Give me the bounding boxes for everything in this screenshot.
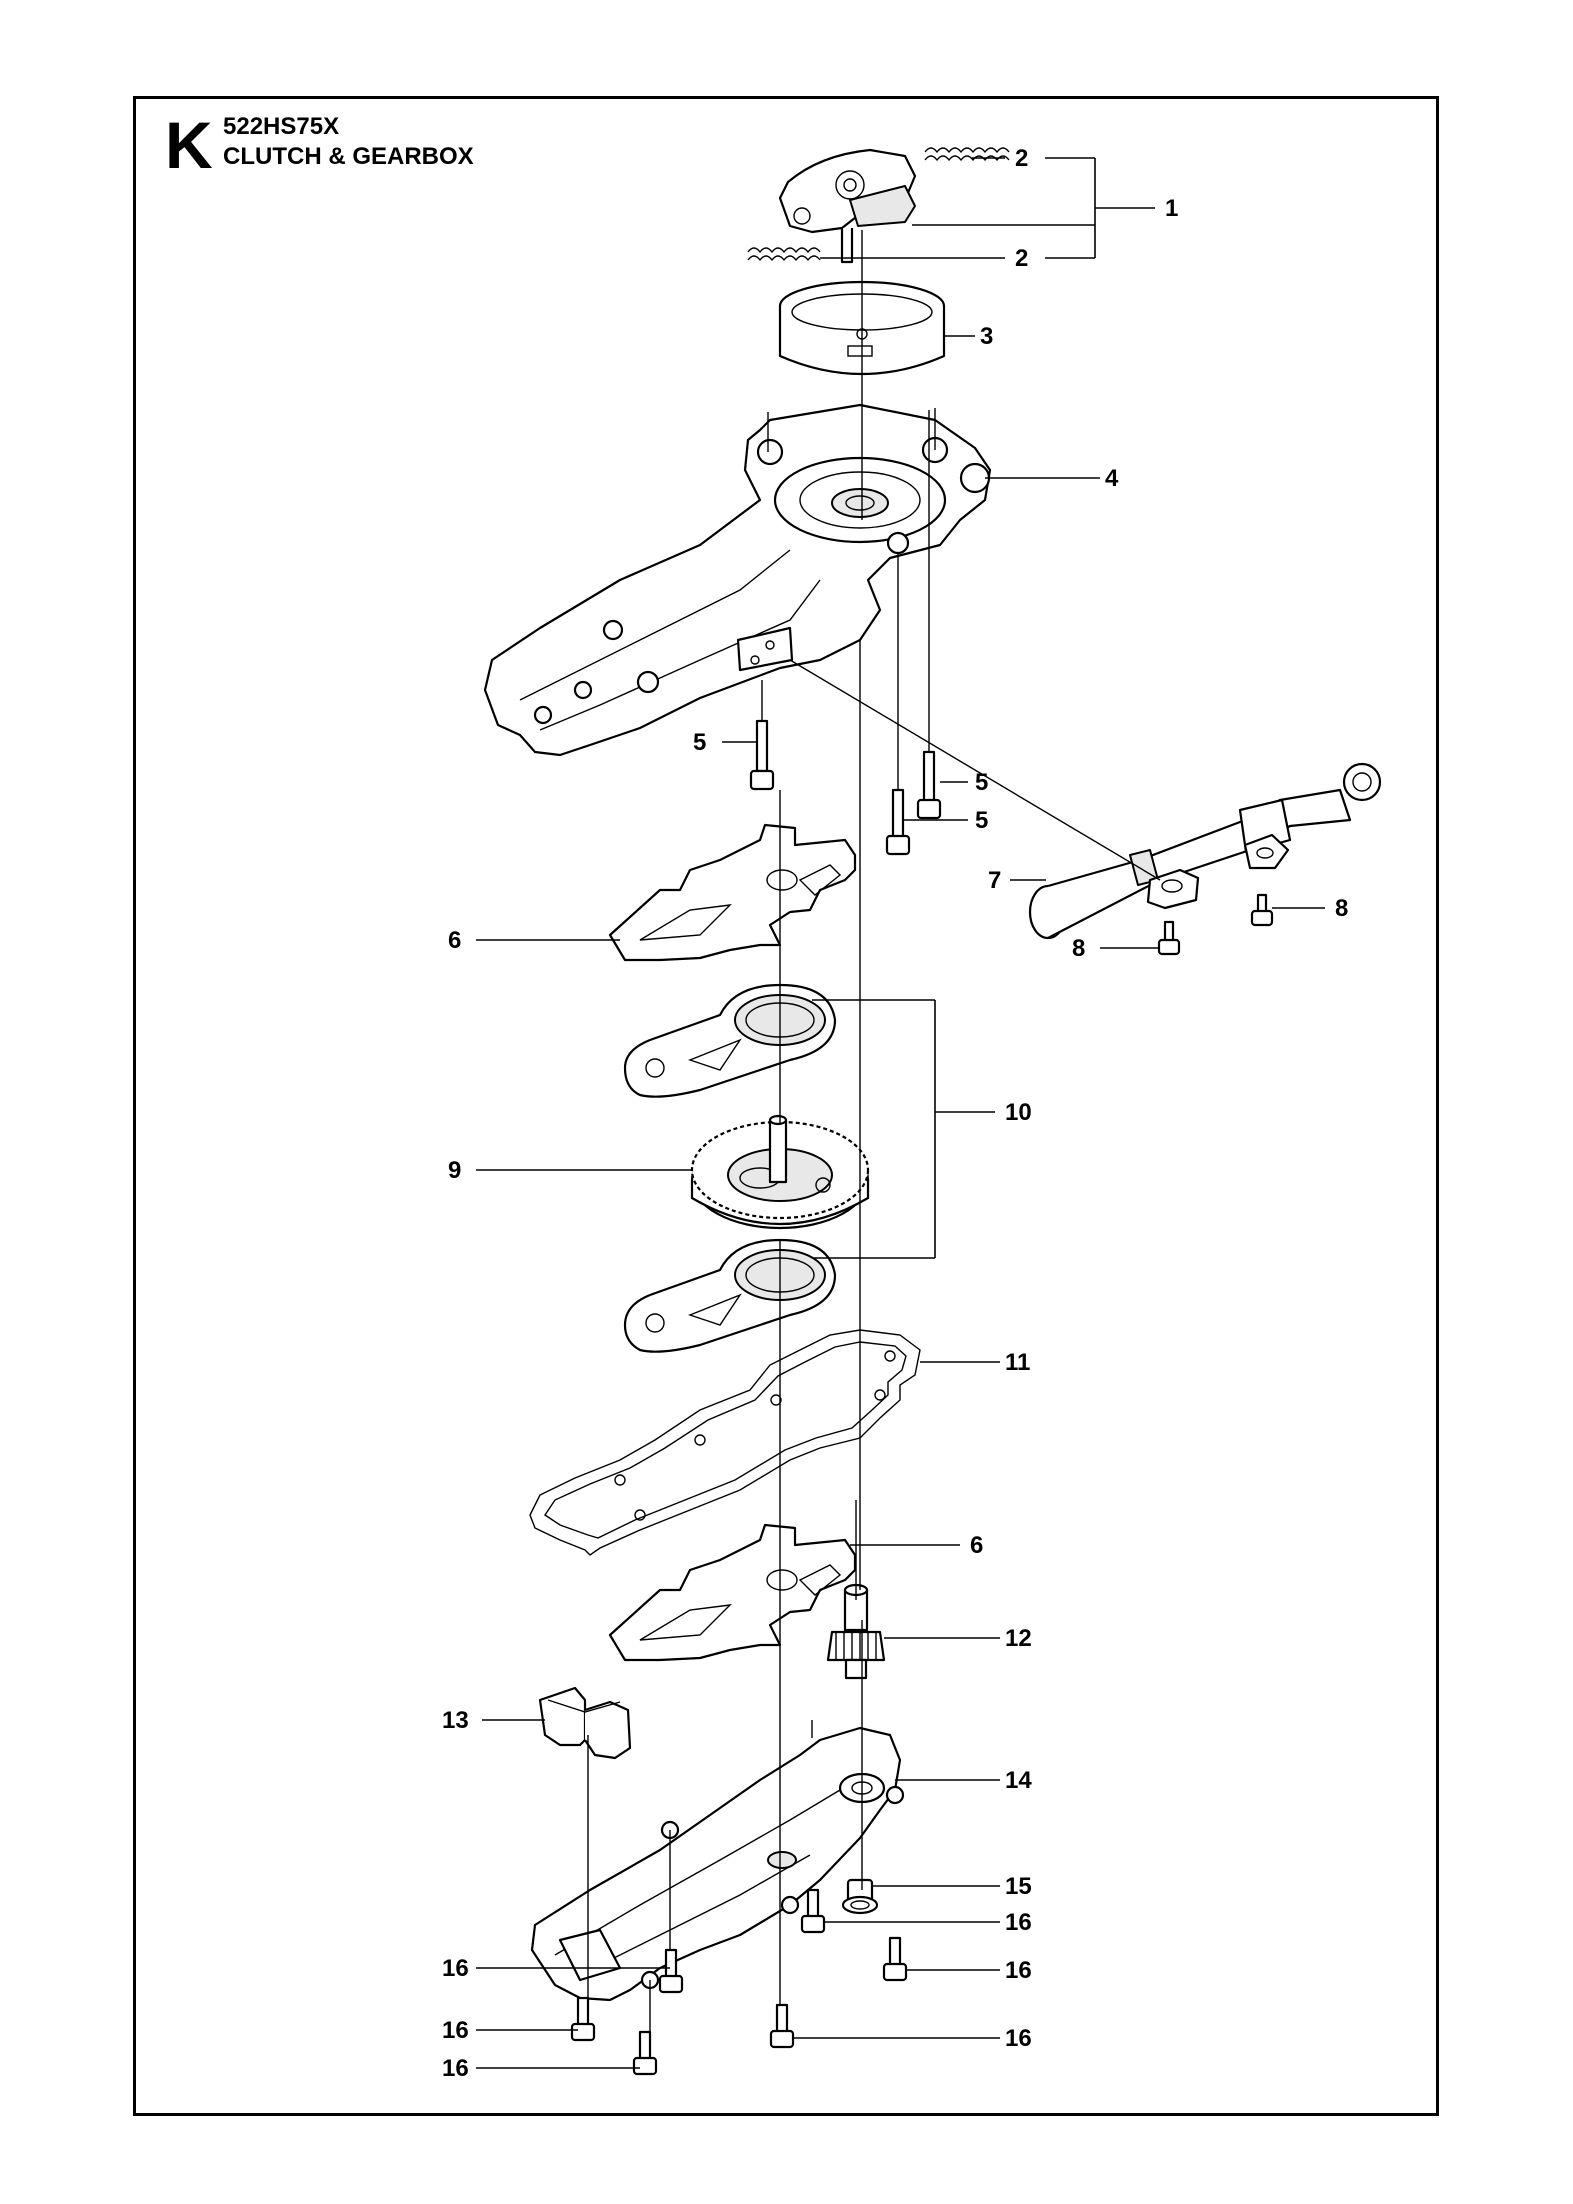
- screw-16e: [570, 1996, 596, 2042]
- bolt-5a: [749, 719, 775, 791]
- support-plate-top: [608, 823, 857, 962]
- callout-6-bottom: 6: [970, 1532, 983, 1559]
- callout-16-e: 16: [442, 2017, 469, 2044]
- assembly-axis-lines: [587, 230, 1161, 2032]
- callout-14: 14: [1005, 1767, 1032, 1794]
- callout-13: 13: [442, 1707, 469, 1734]
- grease-tube: [1028, 762, 1382, 940]
- callout-16-a: 16: [1005, 1909, 1032, 1936]
- callout-2-bottom: 2: [1015, 245, 1028, 272]
- leader-lines: [476, 157, 1325, 2069]
- callout-5-b: 5: [975, 769, 988, 796]
- callout-16-d: 16: [1005, 2025, 1032, 2052]
- crank-gear: [690, 1114, 870, 1230]
- callout-12: 12: [1005, 1625, 1032, 1652]
- diagram-title: CLUTCH & GEARBOX: [223, 143, 474, 170]
- callout-7: 7: [988, 867, 1001, 894]
- screw-16c: [658, 1948, 684, 1994]
- callout-1: 1: [1165, 195, 1178, 222]
- bearing-holder-upper: [623, 983, 837, 1098]
- callout-16-c: 16: [442, 1955, 469, 1982]
- diagram-frame: [133, 96, 1439, 2116]
- gearbox-upper-housing: [483, 403, 992, 757]
- callout-2-top: 2: [1015, 145, 1028, 172]
- clutch-spring-top: [924, 147, 1010, 162]
- callout-9: 9: [448, 1157, 461, 1184]
- bolt-5b: [916, 750, 942, 820]
- screw-8a: [1250, 893, 1274, 927]
- callout-labels: 2 1 2 3 4 5 5 5 6 7 8 8 9 10 11 6 12 13 …: [442, 145, 1348, 2082]
- clutch-spring-bottom: [747, 247, 821, 262]
- callout-8-a: 8: [1335, 895, 1348, 922]
- plug: [841, 1878, 879, 1915]
- screw-16b: [882, 1936, 908, 1982]
- bolt-5c: [885, 788, 911, 856]
- model-number: 522HS75X: [223, 113, 340, 140]
- callout-5-a: 5: [693, 729, 706, 756]
- section-letter: K: [165, 108, 213, 182]
- callout-15: 15: [1005, 1873, 1032, 1900]
- screw-16a: [800, 1888, 826, 1934]
- pinion-gear: [826, 1583, 886, 1680]
- callout-8-b: 8: [1072, 935, 1085, 962]
- callout-3: 3: [980, 323, 993, 350]
- gearbox-gasket: [529, 1329, 921, 1556]
- screw-16d: [769, 2003, 795, 2049]
- callout-16-f: 16: [442, 2055, 469, 2082]
- screw-8b: [1157, 920, 1181, 956]
- callout-16-b: 16: [1005, 1957, 1032, 1984]
- support-plate-bottom: [608, 1523, 857, 1662]
- bearing-holder-lower: [623, 1238, 837, 1353]
- screw-16f: [632, 2030, 658, 2076]
- clutch-assembly: [778, 148, 917, 264]
- callout-5-c: 5: [975, 807, 988, 834]
- callout-10: 10: [1005, 1099, 1032, 1126]
- callout-6-top: 6: [448, 927, 461, 954]
- callout-11: 11: [1005, 1349, 1030, 1376]
- callout-4: 4: [1105, 465, 1119, 492]
- guide-bracket: [538, 1686, 632, 1760]
